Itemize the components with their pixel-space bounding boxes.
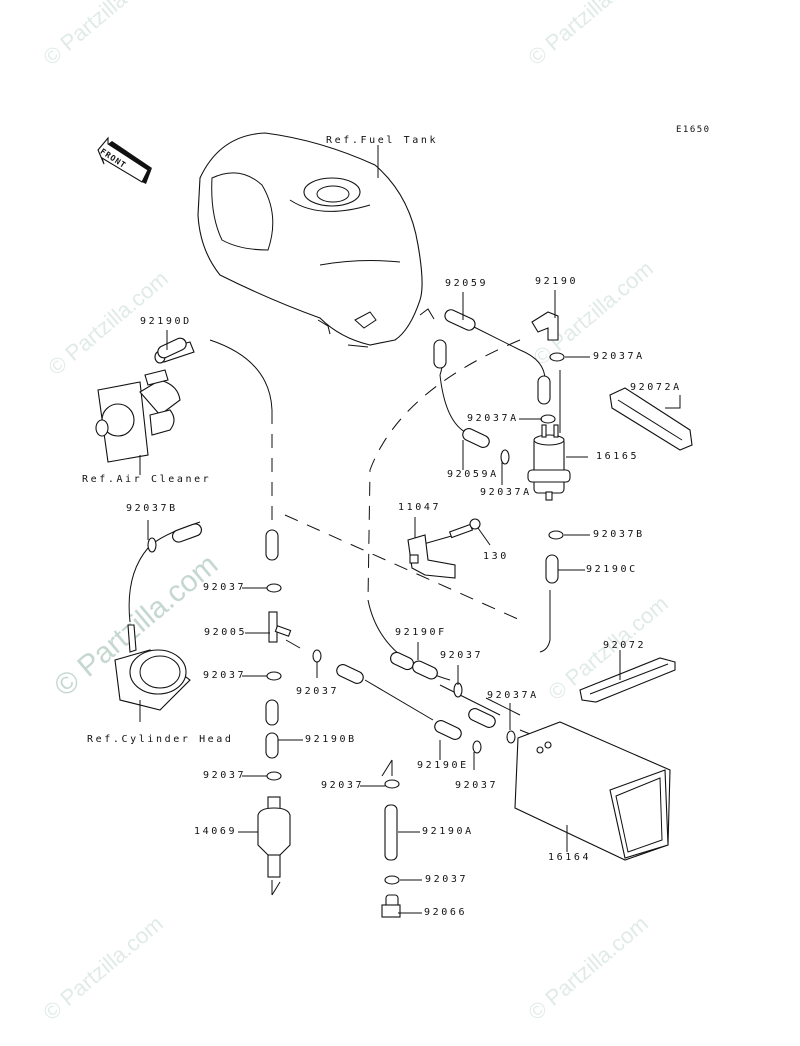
bracket-drawing — [407, 518, 481, 579]
part-label-92037[interactable]: 92037 — [440, 650, 484, 661]
part-label-92059A[interactable]: 92059A — [447, 469, 499, 480]
part-label-16165[interactable]: 16165 — [596, 451, 640, 462]
part-label-92037[interactable]: 92037 — [455, 780, 499, 791]
fuel-tank-drawing — [197, 132, 435, 348]
part-label-92037[interactable]: 92037 — [296, 686, 340, 697]
clamp-icons — [147, 352, 565, 885]
part-label-92037[interactable]: 92037 — [203, 582, 247, 593]
canister-drawing — [514, 721, 671, 861]
cap-drawing — [381, 894, 401, 918]
part-label-92037A[interactable]: 92037A — [467, 413, 519, 424]
inline-filter-drawing — [257, 796, 291, 878]
air-cleaner-drawing — [95, 341, 195, 463]
part-label-92066[interactable]: 92066 — [424, 907, 468, 918]
strap-drawing — [579, 657, 676, 703]
part-label-92037A[interactable]: 92037A — [593, 351, 645, 362]
part-label-92037B[interactable]: 92037B — [126, 503, 178, 514]
part-label-92190C[interactable]: 92190C — [586, 564, 638, 575]
part-label-16164[interactable]: 16164 — [548, 852, 592, 863]
part-label-92072[interactable]: 92072 — [603, 640, 647, 651]
part-label-92190B[interactable]: 92190B — [305, 734, 357, 745]
hose-pieces — [157, 309, 559, 861]
part-label-92190F[interactable]: 92190F — [395, 627, 447, 638]
tee-joint-drawing — [268, 611, 292, 643]
part-label-92190D[interactable]: 92190D — [140, 316, 192, 327]
part-label-92037B[interactable]: 92037B — [593, 529, 645, 540]
part-label-14069[interactable]: 14069 — [194, 826, 238, 837]
part-label-130[interactable]: 130 — [483, 551, 509, 562]
ref-fuel-tank-label: Ref.Fuel Tank — [326, 135, 439, 146]
part-label-92072A[interactable]: 92072A — [630, 382, 682, 393]
ref-cylinder-head-label: Ref.Cylinder Head — [87, 734, 234, 745]
part-label-92037A[interactable]: 92037A — [487, 690, 539, 701]
front-arrow-icon — [97, 136, 152, 184]
fuel-filter-drawing — [527, 424, 571, 501]
ref-air-cleaner-label: Ref.Air Cleaner — [82, 474, 212, 485]
part-label-92037A[interactable]: 92037A — [480, 487, 532, 498]
part-label-92190E[interactable]: 92190E — [417, 760, 469, 771]
part-label-92059[interactable]: 92059 — [445, 278, 489, 289]
hose-routing-lines — [128, 326, 561, 896]
part-label-92037[interactable]: 92037 — [203, 770, 247, 781]
diagram-code: E1650 — [676, 125, 711, 135]
part-label-11047[interactable]: 11047 — [398, 502, 442, 513]
part-label-92005[interactable]: 92005 — [204, 627, 248, 638]
part-label-92190[interactable]: 92190 — [535, 276, 579, 287]
leader-lines — [139, 145, 681, 914]
part-label-92037[interactable]: 92037 — [203, 670, 247, 681]
strap-a-drawing — [609, 387, 693, 451]
part-label-92190A[interactable]: 92190A — [422, 826, 474, 837]
part-label-92037[interactable]: 92037 — [321, 780, 365, 791]
cylinder-head-drawing — [114, 624, 191, 711]
part-label-92037[interactable]: 92037 — [425, 874, 469, 885]
